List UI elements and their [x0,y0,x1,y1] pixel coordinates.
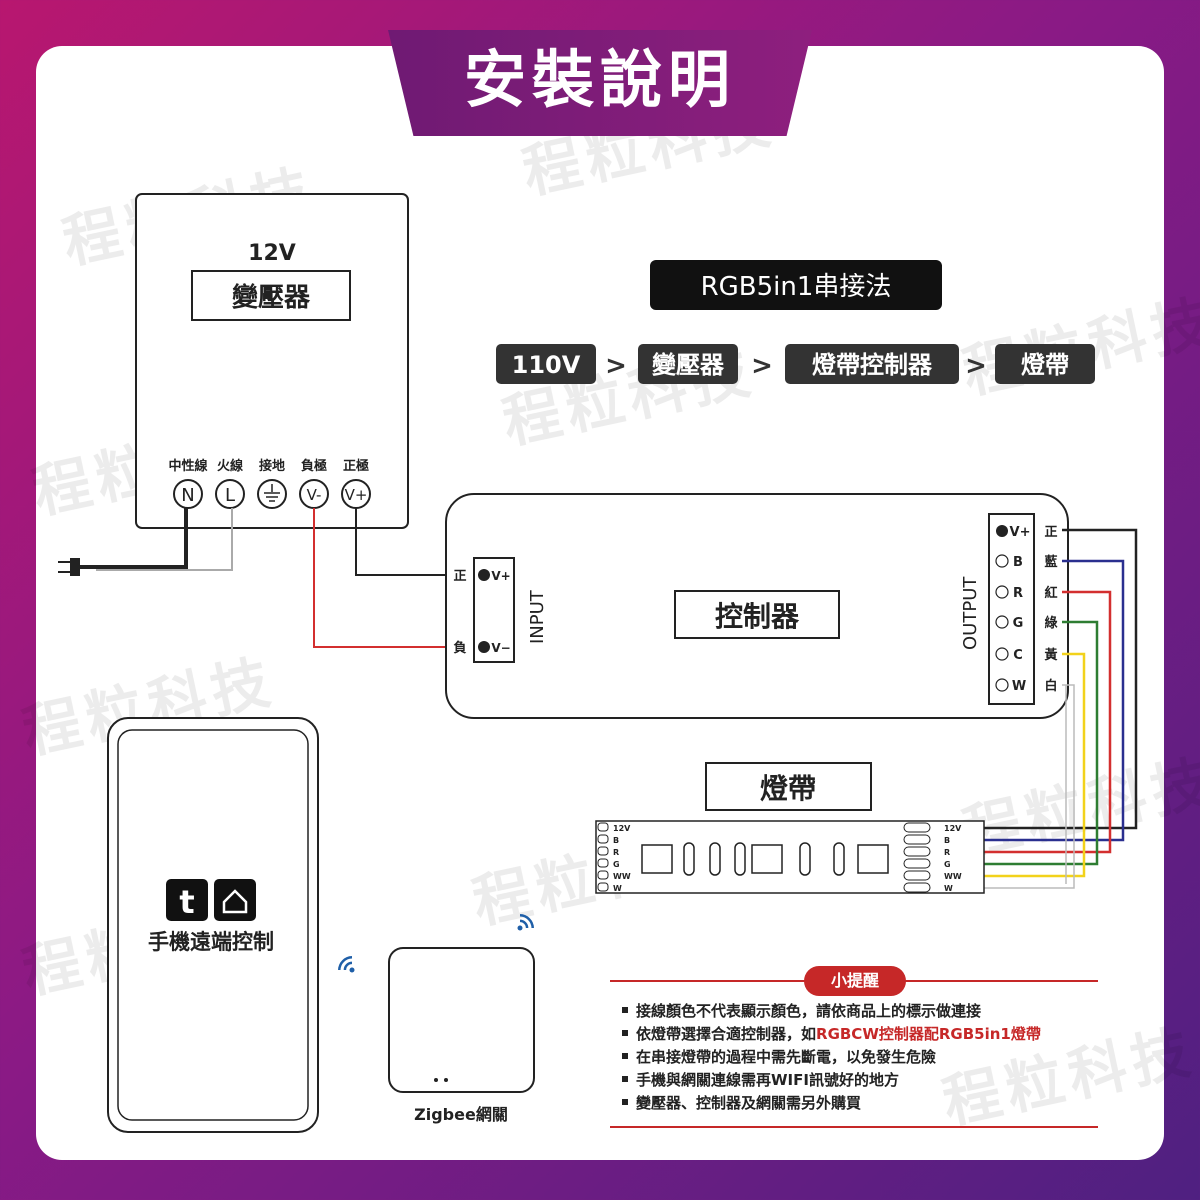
tips-heading: 小提醒 [804,966,906,996]
svg-text:RGB5in1串接法: RGB5in1串接法 [701,272,892,302]
terminal-n[interactable]: N [173,479,203,509]
smart-home-icon[interactable] [214,879,256,921]
strip-pads-right: 12V B R G WW W [944,824,962,893]
terminal-v-plus[interactable]: V+ [341,479,371,509]
list-item: 依燈帶選擇合適控制器，如RGBCW控制器配RGB5in1燈帶 [620,1023,1041,1046]
list-item: 接線顏色不代表顯示顏色，請依商品上的標示做連接 [620,1000,1041,1023]
terminal-label-neutral: 中性線 [168,458,208,474]
flow-step-input: 110V [512,351,581,379]
wire-label-blue: 藍 [1044,554,1057,570]
wire-label-yellow: 黃 [1043,647,1057,663]
flow-arrow-icon: > [605,351,627,381]
svg-text:B: B [944,836,950,845]
svg-text:W: W [613,884,622,893]
terminal-ground[interactable] [257,479,287,509]
terminal-l[interactable]: L [215,479,245,509]
svg-text:L: L [225,485,235,506]
wire-label-positive: 正 [1044,525,1057,540]
tip-highlight: RGBCW控制器配RGB5in1燈帶 [816,1025,1041,1043]
gateway-label: Zigbee網關 [414,1105,508,1124]
flow-step-controller: 燈帶控制器 [812,351,933,379]
transformer-voltage: 12V [248,241,296,266]
wifi-icon [517,914,534,931]
strip-name: 燈帶 [760,772,816,805]
wifi-icon [338,956,355,973]
output-pin-r: R [1013,586,1023,601]
svg-text:12V: 12V [944,824,962,833]
controller-name: 控制器 [715,600,800,633]
power-plug-icon [58,558,96,576]
tips-list: 接線顏色不代表顯示顏色，請依商品上的標示做連接 依燈帶選擇合適控制器，如RGBC… [620,1000,1041,1115]
svg-text:B: B [613,836,619,845]
title-banner [388,30,812,136]
list-item: 變壓器、控制器及網關需另外購買 [620,1092,1041,1115]
flow-step-strip: 燈帶 [1021,351,1069,379]
page-title: 安裝說明 [463,43,736,116]
flow-arrow-icon: > [751,351,773,381]
positive-wire [355,508,476,576]
output-wires [984,528,1138,889]
svg-text:V-: V- [307,486,322,504]
svg-text:t: t [179,883,194,921]
output-pin-w: W [1012,679,1026,694]
svg-text:W: W [944,884,953,893]
output-pin-g: G [1013,616,1024,631]
wire-label-red: 紅 [1044,585,1057,601]
svg-text:R: R [944,848,950,857]
strip-pads-middle [903,822,931,893]
list-item: 手機與網關連線需再WIFI訊號好的地方 [620,1069,1041,1092]
terminal-v-minus[interactable]: V- [299,479,329,509]
svg-text:N: N [181,485,194,506]
svg-text:G: G [613,860,620,869]
terminal-label-negative: 負極 [301,458,327,474]
flow-step-transformer: 變壓器 [652,351,725,379]
wire-label-green: 綠 [1044,615,1058,631]
divider [610,1126,1098,1128]
svg-text:WW: WW [944,872,962,881]
negative-wire [313,508,476,648]
phone: t 手機遠端控制 [107,717,319,1133]
input-pin-v-minus: V− [491,641,510,655]
tuya-icon[interactable]: t [166,879,208,921]
controller: 控制器 正 V+ 負 V− INPUT OUTPUT V+ B R G C W … [445,493,1069,719]
svg-text:R: R [613,848,619,857]
flow-steps: 110V > 變壓器 > 燈帶控制器 > 燈帶 [496,344,1095,384]
list-item: 在串接燈帶的過程中需先斷電，以免發生危險 [620,1046,1041,1069]
live-wire [96,508,233,571]
svg-text:WW: WW [613,872,631,881]
wire-label-white: 白 [1044,678,1057,694]
input-side-positive: 正 [453,569,466,584]
terminal-label-positive: 正極 [343,458,369,474]
output-pin-c: C [1013,648,1023,663]
led-strip: 燈帶 12V B R G WW W [595,762,985,894]
ground-icon [264,484,280,502]
svg-text:V+: V+ [345,486,368,504]
terminal-label-live: 火線 [217,458,244,474]
method-title: RGB5in1串接法 [650,260,942,310]
svg-text:12V: 12V [613,824,631,833]
transformer-name: 變壓器 [232,282,311,313]
input-side-negative: 負 [453,640,466,656]
input-pin-v-plus: V+ [491,569,510,583]
output-pin-v-plus: V+ [1010,525,1031,540]
transformer: 12V 變壓器 中性線 火線 接地 負極 正極 N L [135,193,409,529]
terminal-label-ground: 接地 [259,458,285,474]
output-label: OUTPUT [960,576,981,650]
neutral-wire [96,508,188,569]
tips-box: 小提醒 接線顏色不代表顯示顏色，請依商品上的標示做連接 依燈帶選擇合適控制器，如… [610,966,1098,1128]
output-pin-b: B [1013,555,1023,570]
strip-pads-left: 12V B R G WW W [597,822,631,893]
phone-label: 手機遠端控制 [148,930,274,954]
flow-arrow-icon: > [965,351,987,381]
gateway: Zigbee網關 [388,947,535,1124]
svg-text:G: G [944,860,951,869]
input-label: INPUT [527,589,548,644]
